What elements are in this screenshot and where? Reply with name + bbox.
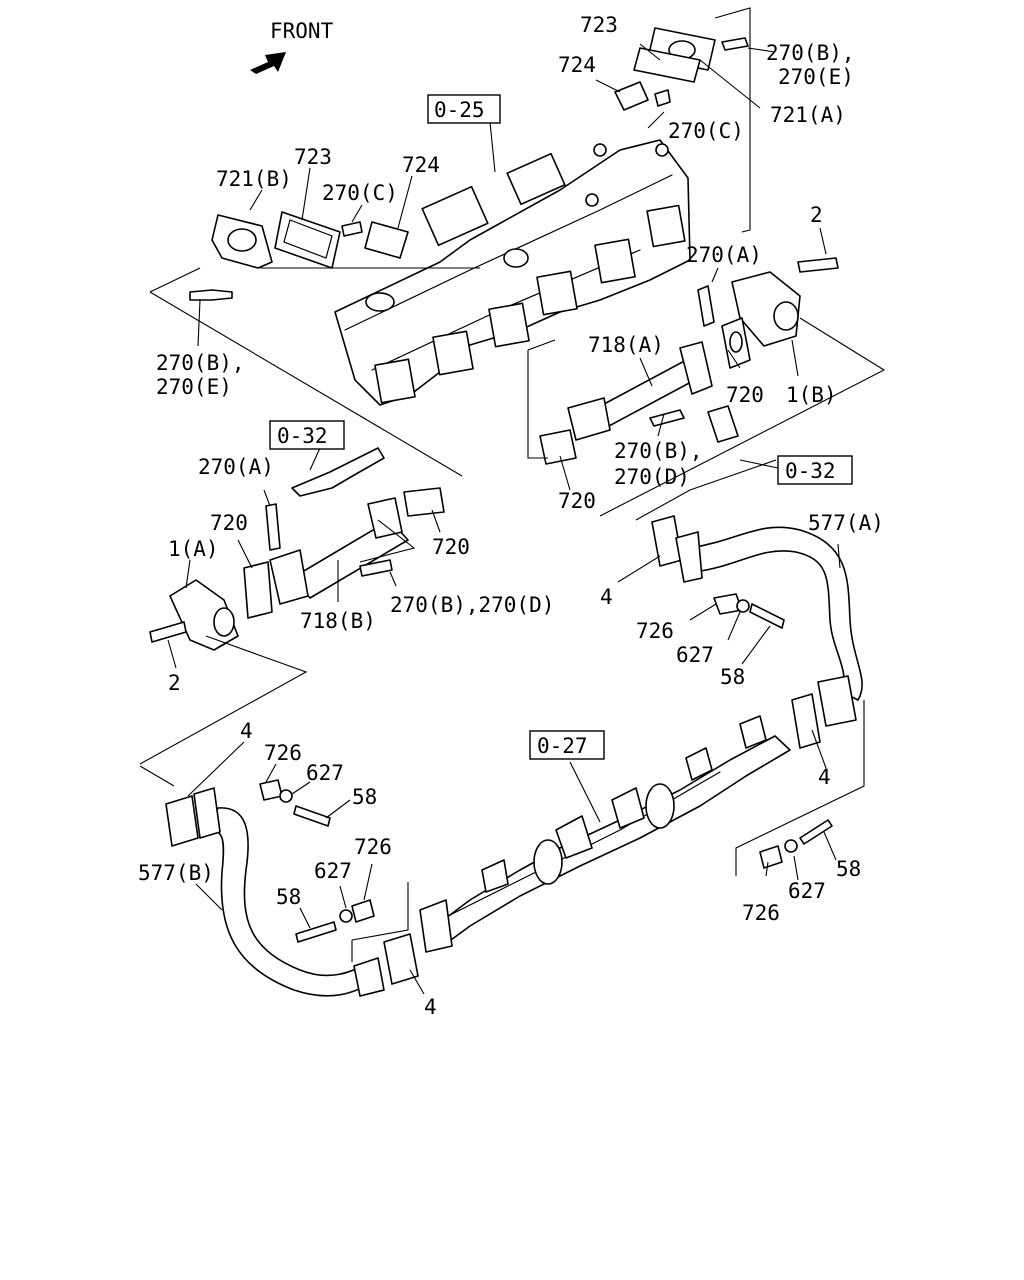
part-label: 270(E): [156, 375, 232, 399]
part-label: 726: [636, 619, 674, 643]
ref-label: 0-32: [785, 459, 836, 483]
part-label: 270(A): [198, 455, 274, 479]
ref-box-0-32-left[interactable]: 0-32: [269, 420, 345, 450]
part-label: 270(B),: [156, 351, 245, 375]
part-label: 58: [352, 785, 377, 809]
front-label: FRONT: [270, 19, 334, 43]
part-label: 726: [354, 835, 392, 859]
part-label: 270(B),: [614, 439, 703, 463]
intake-manifold: [334, 139, 691, 406]
part-label: 726: [742, 901, 780, 925]
part-label: 270(C): [668, 119, 744, 143]
part-label: 627: [676, 643, 714, 667]
part-label: 718(B): [300, 609, 376, 633]
part-label: 720: [726, 383, 764, 407]
part-label: 721(B): [216, 167, 292, 191]
part-label: 718(A): [588, 333, 664, 357]
egr-valve-1b: [697, 257, 839, 369]
valve-721b: [189, 211, 480, 301]
part-label: 58: [720, 665, 745, 689]
part-label: 627: [788, 879, 826, 903]
part-label: 723: [294, 145, 332, 169]
part-label: 270(E): [778, 65, 854, 89]
part-label: 2: [810, 203, 823, 227]
ref-label: 0-32: [277, 424, 328, 448]
part-label: 724: [558, 53, 596, 77]
part-label: 2: [168, 671, 181, 695]
exhaust-pipe-577b: [165, 779, 419, 997]
ref-label: 0-25: [434, 98, 485, 122]
part-label: 720: [210, 511, 248, 535]
part-label: 270(B),270(D): [390, 593, 554, 617]
part-label: 577(A): [808, 511, 884, 535]
part-label: 721(A): [770, 103, 846, 127]
part-label: 1(A): [168, 537, 219, 561]
leader-lines: [139, 7, 886, 995]
ref-box-0-32-right[interactable]: 0-32: [777, 455, 853, 485]
part-label: 723: [580, 13, 618, 37]
part-label: 726: [264, 741, 302, 765]
egr-valve-1a: [149, 579, 239, 651]
part-label: 4: [818, 765, 831, 789]
part-label: 627: [306, 761, 344, 785]
ref-label: 0-27: [537, 734, 588, 758]
part-label: 270(C): [322, 181, 398, 205]
part-label: 627: [314, 859, 352, 883]
part-label: 58: [276, 885, 301, 909]
front-indicator: FRONT: [250, 19, 334, 74]
egr-cooler-718b: [243, 447, 445, 619]
part-label: 1(B): [786, 383, 837, 407]
hardware-lower-right: [759, 819, 833, 869]
part-label: 58: [836, 857, 861, 881]
egr-cooler-718a: [527, 339, 739, 465]
part-label: 4: [424, 995, 437, 1019]
part-label: 270(A): [686, 243, 762, 267]
ref-box-0-25[interactable]: 0-25: [427, 94, 501, 124]
exhaust-manifold: [419, 715, 791, 953]
part-label: 720: [432, 535, 470, 559]
part-label: 720: [558, 489, 596, 513]
ref-box-0-27[interactable]: 0-27: [529, 730, 605, 760]
part-label: 4: [600, 585, 613, 609]
part-label: 4: [240, 719, 253, 743]
part-label: 577(B): [138, 861, 214, 885]
part-labels: 723 270(B), 270(E) 724 721(A) 270(C) 723…: [138, 13, 884, 1019]
valve-cover-721a: [614, 27, 749, 111]
part-label: 270(D): [614, 465, 690, 489]
exhaust-pipe-577a: [651, 515, 863, 749]
front-arrow-icon: [250, 52, 286, 74]
part-label: 724: [402, 153, 440, 177]
part-label: 270(B),: [766, 41, 855, 65]
